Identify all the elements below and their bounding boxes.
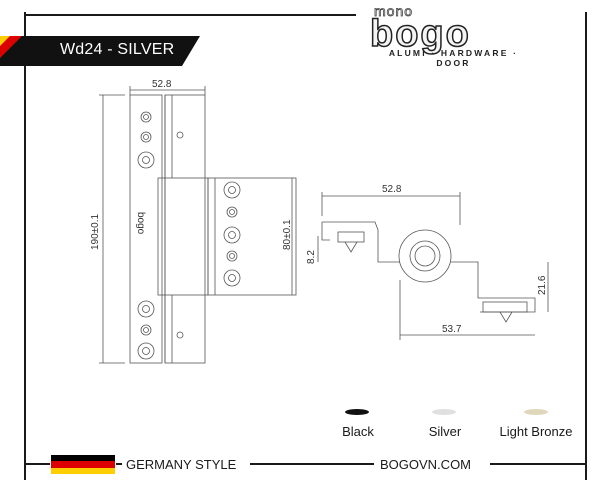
brand-subtitle: ALUMI · HARDWARE · DOOR — [388, 48, 519, 68]
footer-line-flag — [116, 463, 122, 465]
footer-website: BOGOVN.COM — [380, 457, 472, 472]
frame-right-line — [585, 12, 587, 480]
germany-flag-icon — [51, 455, 115, 474]
swatch-black — [345, 409, 369, 415]
dim-top-width: 52.8 — [382, 184, 402, 195]
swatch-label-silver: Silver — [428, 424, 462, 439]
swatch-label-black: Black — [342, 424, 374, 439]
title-banner — [0, 36, 200, 66]
product-title: Wd24 - SILVER — [60, 41, 175, 58]
dim-left-offset: 8.2 — [306, 250, 317, 264]
dim-leaf-height: 80±0.1 — [282, 219, 293, 250]
swatch-light-bronze — [524, 409, 548, 415]
engraving-text: bogo — [135, 212, 146, 235]
dim-bottom-width: 53.7 — [442, 324, 462, 335]
footer-line-left — [26, 463, 50, 465]
footer-line-right — [490, 463, 585, 465]
section-view — [317, 192, 549, 340]
swatch-silver — [432, 409, 456, 415]
footer-germany-style: GERMANY STYLE — [126, 457, 237, 472]
swatch-label-light-bronze: Light Bronze — [499, 424, 573, 439]
front-view — [99, 86, 297, 364]
dim-front-height: 190±0.1 — [90, 213, 101, 250]
dim-front-width: 52.8 — [152, 79, 172, 90]
frame-left-line — [24, 12, 26, 480]
brand-logo: mono bogo — [369, 3, 471, 56]
dim-right-offset: 21.6 — [537, 275, 548, 295]
frame-top-line — [26, 14, 356, 16]
svg-text:mono: mono — [374, 3, 413, 19]
footer-line-middle — [250, 463, 374, 465]
svg-text:bogo: bogo — [370, 13, 471, 55]
